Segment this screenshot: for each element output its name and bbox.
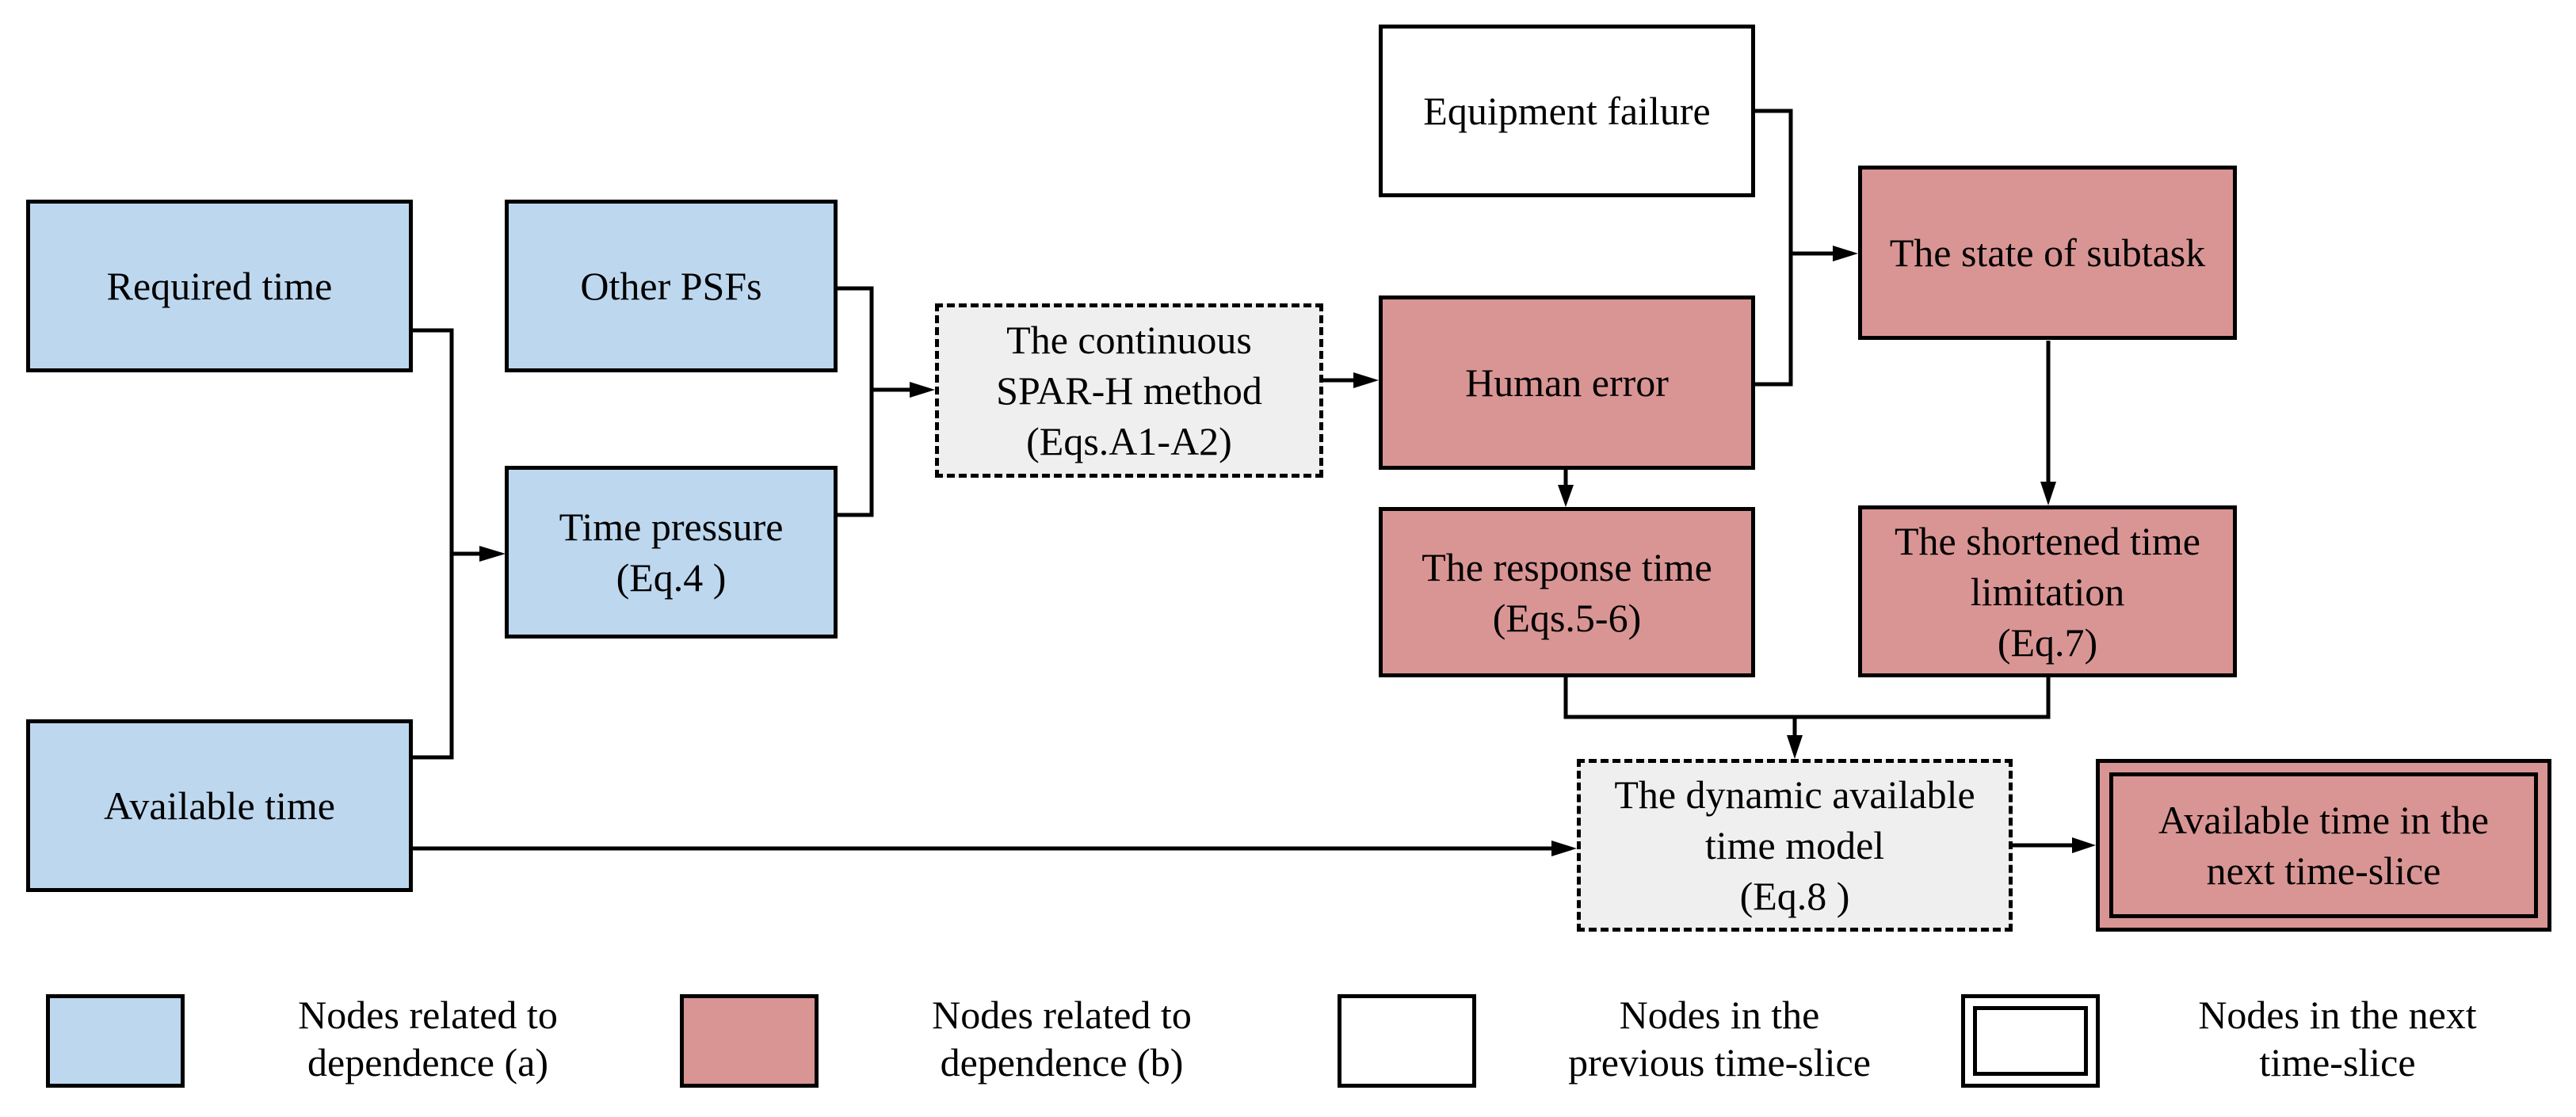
legend-previous-line-2: previous time-slice: [1568, 1040, 1871, 1085]
arrowhead-human-error: [1353, 372, 1379, 388]
legend-dependence-b-line-1: Nodes related to: [932, 993, 1192, 1037]
edge-time-pressure-to-spar-h: [835, 390, 874, 517]
edge-equipment-failure-to-state: [1753, 109, 1793, 254]
edge-required-time-to-time-pressure: [410, 328, 454, 554]
node-human-error: Human error: [1379, 295, 1755, 470]
legend-swatch-next-time-slice: [1961, 994, 2100, 1088]
arrowhead-next-available: [2072, 837, 2096, 853]
node-spar-h-method: The continuous SPAR-H method (Eqs.A1-A2): [935, 303, 1323, 478]
edge-other-psfs-to-spar-h: [835, 286, 874, 390]
node-spar-h-line-3: (Eqs.A1-A2): [1026, 419, 1232, 463]
node-required-time: Required time: [26, 200, 413, 372]
edge-human-error-to-state: [1753, 254, 1793, 387]
node-next-available-time-inner-border: Available time in the next time-slice: [2109, 772, 2538, 918]
node-state-of-subtask-label: The state of subtask: [1889, 231, 2206, 275]
legend-previous-line-1: Nodes in the: [1619, 993, 1820, 1037]
arrowhead-shortened-time: [2040, 482, 2056, 505]
arrowhead-state-of-subtask: [1833, 246, 1858, 261]
node-equipment-failure: Equipment failure: [1379, 25, 1755, 197]
node-dynamic-model-line-2: time model: [1704, 823, 1885, 867]
arrowhead-dynamic-from-available: [1551, 841, 1577, 856]
legend-next-line-2: time-slice: [2259, 1040, 2416, 1085]
legend-swatch-dependence-b: [680, 994, 819, 1088]
node-next-available-line-2: next time-slice: [2206, 848, 2441, 893]
node-response-time-line-2: (Eqs.5-6): [1492, 595, 1642, 640]
arrowhead-dynamic-model: [1787, 735, 1803, 759]
node-other-psfs-label: Other PSFs: [580, 264, 762, 308]
node-time-pressure-line-2: (Eq.4 ): [616, 555, 727, 600]
legend-dependence-b-line-2: dependence (b): [940, 1040, 1184, 1085]
node-shortened-time-limitation: The shortened time limitation (Eq.7): [1858, 505, 2237, 677]
node-dynamic-available-time-model: The dynamic available time model (Eq.8 ): [1577, 759, 2013, 932]
arrowhead-response-time: [1558, 485, 1574, 507]
node-spar-h-line-2: SPAR-H method: [996, 368, 1262, 413]
node-equipment-failure-label: Equipment failure: [1423, 89, 1711, 133]
edge-response-time-to-dynamic: [1563, 676, 1795, 719]
legend-swatch-next-inner-border: [1973, 1006, 2088, 1076]
arrowhead-time-pressure: [479, 546, 506, 562]
node-spar-h-line-1: The continuous: [1006, 318, 1252, 362]
node-time-pressure: Time pressure (Eq.4 ): [505, 466, 838, 639]
arrowhead-spar-h: [910, 382, 935, 398]
node-dynamic-model-line-3: (Eq.8 ): [1739, 874, 1850, 918]
legend-label-dependence-a: Nodes related to dependence (a): [238, 991, 618, 1086]
node-dynamic-model-line-1: The dynamic available: [1614, 772, 1975, 817]
node-shortened-time-line-1: The shortened time: [1895, 518, 2200, 563]
node-response-time-line-1: The response time: [1422, 544, 1712, 589]
node-time-pressure-line-1: Time pressure: [559, 505, 784, 549]
node-other-psfs: Other PSFs: [505, 200, 838, 372]
edge-available-time-to-time-pressure: [410, 554, 454, 760]
edge-shortened-time-to-dynamic: [1795, 676, 2051, 719]
node-required-time-label: Required time: [106, 264, 333, 308]
legend-dependence-a-line-1: Nodes related to: [298, 993, 558, 1037]
node-next-available-line-1: Available time in the: [2158, 798, 2489, 842]
node-human-error-label: Human error: [1465, 360, 1669, 405]
node-shortened-time-line-2: limitation: [1970, 569, 2125, 614]
legend-next-line-1: Nodes in the next: [2198, 993, 2477, 1037]
node-shortened-time-line-3: (Eq.7): [1997, 619, 2098, 665]
legend-dependence-a-line-2: dependence (a): [307, 1040, 548, 1085]
node-available-time-label: Available time: [103, 783, 336, 828]
legend-swatch-previous-time-slice: [1338, 994, 1476, 1088]
legend-label-next-time-slice: Nodes in the next time-slice: [2139, 991, 2536, 1086]
legend-swatch-dependence-a: [46, 994, 185, 1088]
node-available-time: Available time: [26, 719, 413, 892]
node-state-of-subtask: The state of subtask: [1858, 166, 2237, 340]
node-next-available-time: Available time in the next time-slice: [2096, 759, 2551, 932]
node-response-time: The response time (Eqs.5-6): [1379, 507, 1755, 677]
legend-label-previous-time-slice: Nodes in the previous time-slice: [1513, 991, 1925, 1086]
legend-label-dependence-b: Nodes related to dependence (b): [872, 991, 1252, 1086]
